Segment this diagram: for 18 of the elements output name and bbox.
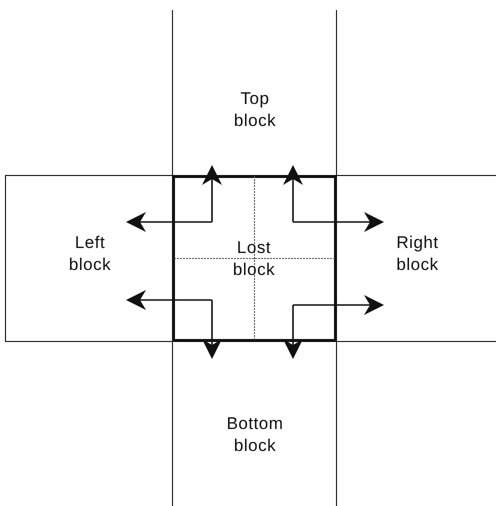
- arrow: [283, 305, 303, 359]
- arrow: [202, 165, 222, 222]
- block-region: [172, 10, 337, 175]
- block-region: [172, 342, 337, 506]
- block-label: Lost block: [232, 237, 276, 281]
- block-region: [337, 175, 496, 342]
- arrow: [126, 290, 212, 310]
- block-label: Right block: [395, 232, 440, 276]
- arrow: [293, 212, 384, 232]
- lost-block-square: [172, 175, 337, 342]
- arrow: [126, 212, 212, 232]
- block-label: Left block: [68, 232, 112, 276]
- block-region: [5, 175, 172, 342]
- arrow: [293, 295, 384, 315]
- block-label: Top block: [232, 88, 278, 132]
- arrow: [202, 300, 222, 359]
- block-label: Bottom block: [226, 413, 284, 457]
- arrow: [283, 165, 303, 222]
